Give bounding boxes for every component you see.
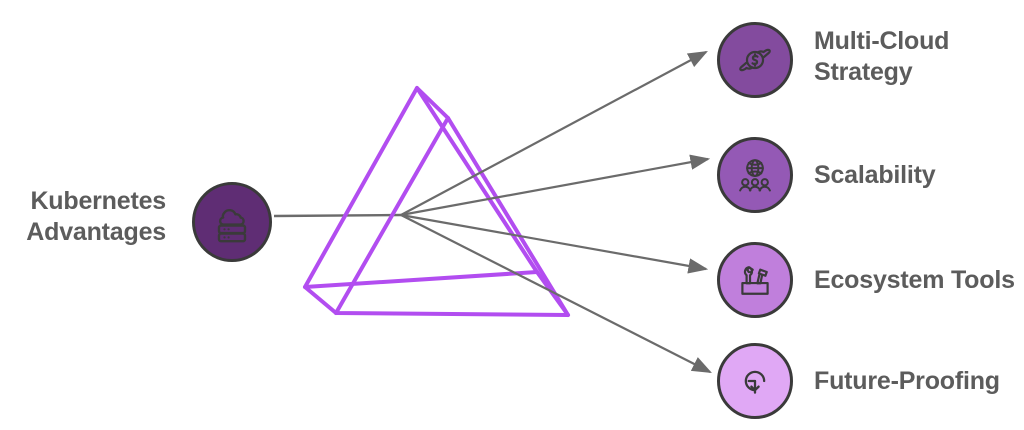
ray-to-ecosystem-tools <box>400 213 709 274</box>
output-node-ecosystem-tools[interactable] <box>717 242 793 318</box>
output-node-multi-cloud-strategy[interactable] <box>717 22 793 98</box>
refresh-arrow-icon <box>744 370 766 394</box>
globe-people-icon <box>739 159 771 192</box>
prism-back-face <box>303 86 539 289</box>
toolbox-icon <box>741 266 769 295</box>
prism-front-face <box>334 116 570 317</box>
source-node-label: Kubernetes Advantages <box>26 187 166 246</box>
prism-edge-right <box>535 270 570 317</box>
ray-to-scalability <box>400 154 711 217</box>
incoming-beam <box>273 213 402 218</box>
ray-to-future-proofing <box>400 214 712 373</box>
prism-edge-apex <box>415 86 450 120</box>
hands-holding-coin-icon <box>739 48 771 72</box>
output-node-label-multi-cloud-strategy: Multi-Cloud Strategy <box>814 27 950 86</box>
output-node-label-future-proofing: Future-Proofing <box>814 367 1000 395</box>
cloud-server-icon <box>217 209 247 243</box>
prism-edge-left <box>303 285 338 315</box>
output-node-label-scalability: Scalability <box>814 161 936 189</box>
output-node-scalability[interactable] <box>717 137 793 213</box>
source-node-kubernetes-advantages[interactable] <box>192 182 272 262</box>
output-node-label-ecosystem-tools: Ecosystem Tools <box>814 266 1015 294</box>
output-node-future-proofing[interactable] <box>717 343 793 419</box>
ray-to-multi-cloud <box>400 50 708 216</box>
